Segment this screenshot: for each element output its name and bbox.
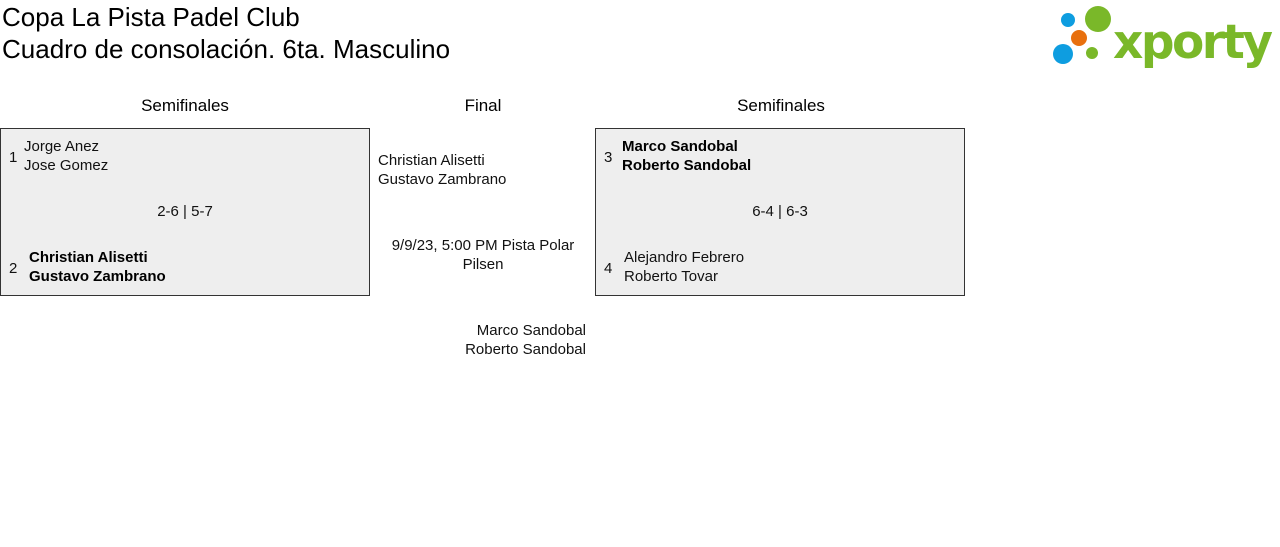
seed: 3 (604, 149, 613, 166)
round-label-right: Semifinales (737, 96, 825, 115)
round-label-left: Semifinales (141, 96, 229, 115)
seed: 4 (604, 260, 613, 277)
seed: 2 (9, 260, 18, 277)
xporty-logo: xporty (1050, 4, 1276, 70)
page-title: Copa La Pista Padel Club (2, 2, 300, 32)
round-label-final: Final (464, 96, 502, 115)
page-subtitle: Cuadro de consolación. 6ta. Masculino (2, 34, 451, 64)
match-score: 2-6 | 5-7 (157, 203, 213, 220)
match-score: 6-4 | 6-3 (752, 203, 808, 220)
final-schedule: 9/9/23, 5:00 PM Pista Polar Pilsen (391, 237, 575, 273)
seed: 1 (9, 149, 18, 166)
logo-text: xporty (1113, 15, 1273, 68)
